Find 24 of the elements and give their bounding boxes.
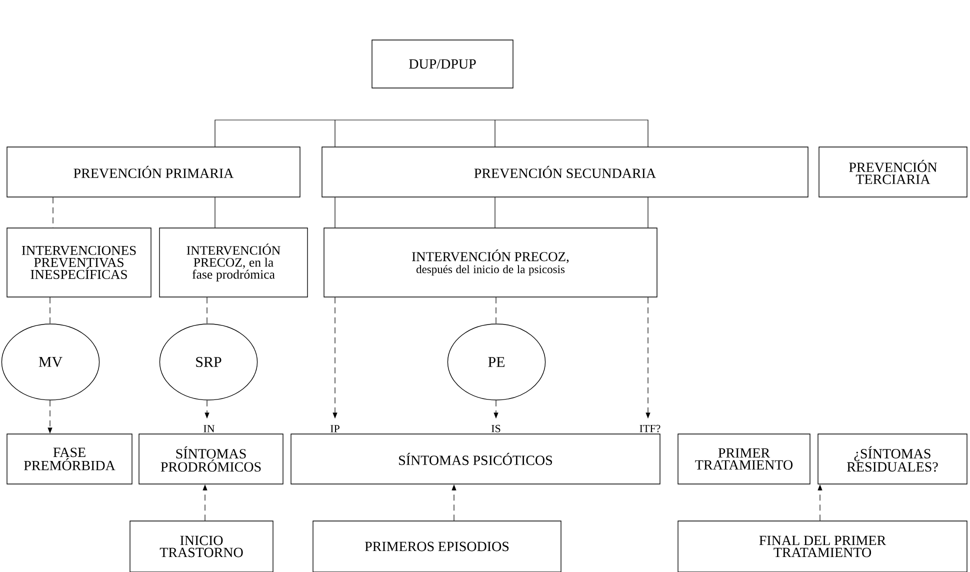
- text-box: FINAL DEL PRIMER TRATAMIENTO: [678, 520, 968, 572]
- end-label: IN: [204, 425, 215, 432]
- text-box: SÍNTOMAS PRODRÓMICOS: [138, 434, 284, 484]
- end-label: IS: [492, 424, 500, 432]
- text-box: PREVENCIÓN TERCIARIA: [818, 146, 968, 198]
- text-box: FASE PREMÓRBIDA: [6, 434, 132, 484]
- text-box: ¿SÍNTOMAS RESIDUALES?: [818, 434, 968, 484]
- end-label: ITF?: [640, 424, 660, 432]
- text-box: INTERVENCIÓN PRECOZ, en la fase prodrómica: [159, 228, 308, 298]
- text-box: PREVENCIÓN SECUNDARIA: [322, 146, 808, 198]
- text-box: PRIMEROS EPISODIOS: [312, 520, 562, 572]
- connector-line: [52, 197, 54, 228]
- text-box: DUP/DPUP: [372, 40, 514, 88]
- text-box: INICIO TRASTORNO: [130, 520, 274, 572]
- connector-line: [214, 120, 648, 147]
- text-box: INTERVENCIÓN PRECOZ, después del inicio de la psicosis: [324, 228, 658, 298]
- connector-line: [214, 197, 216, 228]
- text-box: PRIMER TRATAMIENTO: [678, 434, 810, 484]
- text-box: SÍNTOMAS PSICÓTICOS: [290, 434, 660, 484]
- connector-line: [334, 197, 648, 228]
- text-box: PREVENCIÓN PRIMARIA: [6, 146, 300, 198]
- end-label: IP: [330, 425, 340, 432]
- text-box: INTERVENCIONES PREVENTIVAS INESPECÍFICAS: [6, 228, 152, 298]
- connector-line: [206, 297, 208, 324]
